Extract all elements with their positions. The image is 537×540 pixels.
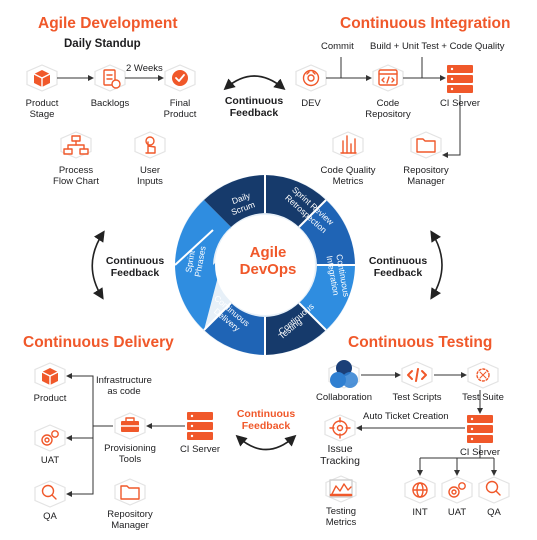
target-icon [329,417,351,439]
ci-server-icon-ct [467,415,493,443]
node-qa-cd: QA [43,511,57,522]
title-continuous-testing: Continuous Testing [348,334,493,351]
label-commit: Commit [321,41,354,52]
hex-dev [295,64,327,92]
feedback-arrow-left [91,230,105,300]
hex-uat-cd [34,424,66,452]
seg-label-sprint: Sprint [183,249,197,273]
folder-icon-ci [416,138,436,153]
node-dev: DEV [301,98,321,109]
gears-icon-uat-ct [448,482,466,498]
title-continuous-delivery: Continuous Delivery [23,334,174,351]
check-circle-icon [172,70,188,86]
subtitle-daily-standup: Daily Standup [64,38,141,50]
node-qa-ct: QA [487,507,501,518]
node-uat-ct: UAT [447,507,467,518]
bar-metrics-icon [340,135,357,154]
node-product-cd: Product [33,393,67,404]
magnifier-icon-qa-cd [41,484,57,500]
dev-gear-icon [302,69,320,87]
hex-repo-manager-cd [114,478,146,506]
node-uat-cd: UAT [40,455,60,466]
hex-backlogs [94,64,126,92]
feedback-arrow-bottom [235,434,297,451]
node-ci-server-cd: CI Server [179,444,221,455]
hex-qa-cd [34,480,66,508]
node-collaboration: Collaboration [316,392,372,403]
segment-sprint-review [299,200,355,265]
feedback-arrow-top [223,75,286,91]
devops-cycle-ring: Daily Scrum Sprint Review Retrospection … [174,175,355,355]
backlog-document-icon [103,69,121,89]
segment-continuous-integration [299,265,355,330]
label-build-test-quality: Build + Unit Test + Code Quality [370,41,505,52]
hex-issue-tracking [324,414,356,442]
ci-server-icon-cd [187,412,213,440]
globe-icon [412,482,428,498]
folder-icon-cd [120,485,140,500]
collaboration-icon [330,360,358,388]
segment-sprint-phrases [175,227,231,330]
gears-icon-uat-cd [41,430,59,446]
toolbox-icon [120,417,140,432]
test-suite-icon [476,368,490,382]
cube-icon [33,70,51,88]
node-backlogs: Backlogs [90,98,130,109]
feedback-arrow-right [430,230,443,300]
magnifier-icon-qa-ct [485,480,501,496]
node-ci-server-ct: CI Server [459,447,501,458]
metrics-chart-icon [329,479,353,498]
node-test-scripts: Test Scripts [392,392,442,403]
user-input-icon [145,136,156,154]
cube-icon-cd [41,368,59,386]
node-ci-server-top: CI Server [439,98,481,109]
title-continuous-integration: Continuous Integration [340,15,511,32]
node-int: INT [412,507,428,518]
hex-repo-manager-ci [410,131,442,159]
hex-uat-ct [441,476,473,504]
ci-server-icon-top [447,65,473,93]
node-test-suite: Test Suite [462,392,504,403]
hex-code-quality [332,131,364,159]
label-auto-ticket: Auto Ticket Creation [363,411,449,422]
label-2-weeks: 2 Weeks [126,63,163,74]
hex-qa-ct [478,476,510,504]
flow-chart-icon [63,135,89,155]
title-agile-development: Agile Development [38,15,178,32]
code-window-icon [378,69,398,86]
code-brackets-icon [407,368,427,382]
